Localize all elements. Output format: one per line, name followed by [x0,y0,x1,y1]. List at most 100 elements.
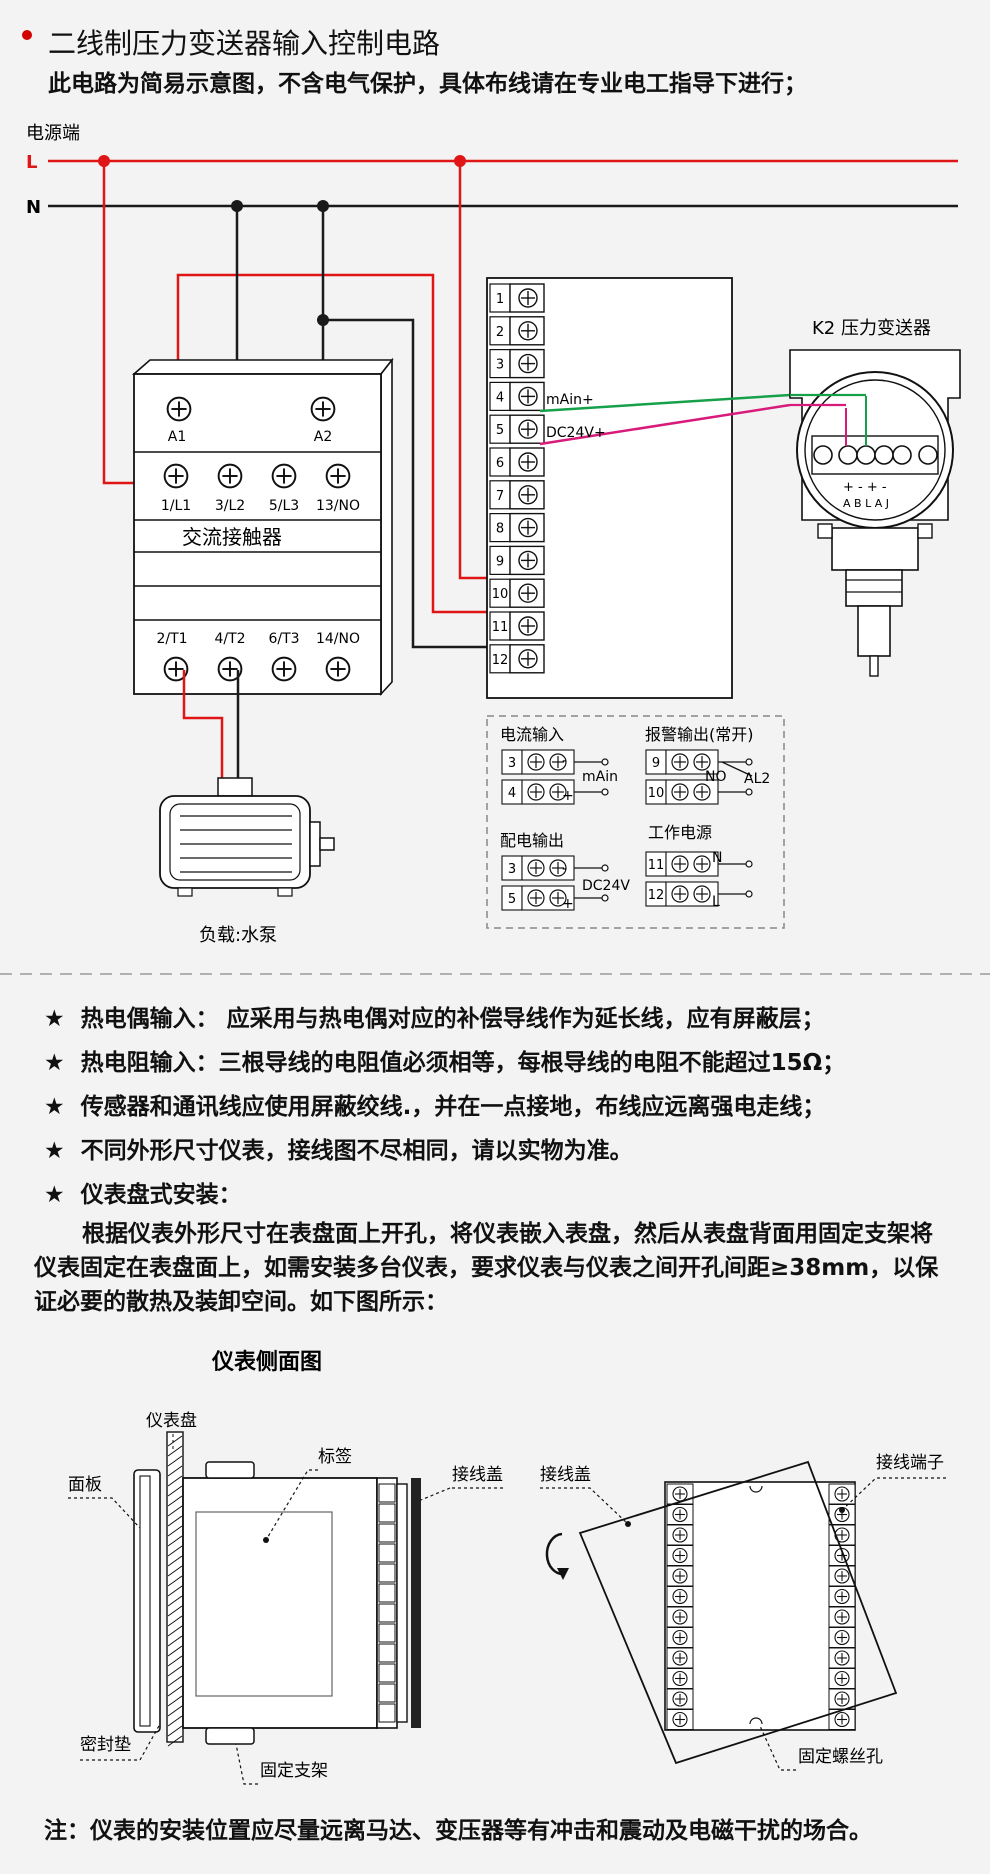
legend-l-label: L [712,894,720,910]
power-label: 电源端 [26,123,80,144]
legend-current-term-4: 4 [501,779,609,805]
legend-current-term-3: 3 [501,749,609,775]
terminal-8: 8 [489,512,545,543]
junction-dot [98,155,110,167]
legend-plus-1: + [562,788,574,804]
page-title: 二线制压力变送器输入控制电路 [48,27,441,60]
top-term-4: 13/NO [316,498,360,514]
legend-plus-2: + [562,896,574,912]
cover-notch-bottom [749,1717,763,1725]
label-mAin-plus: mAin+ [546,392,594,408]
legend-alarm-term-10: 10 [645,779,753,805]
legend-minus-1: - [562,753,567,769]
terminal-number: 4 [496,390,504,405]
note-5: ★ 仪表盘式安装： [44,1182,242,1208]
legend-al2-label: AL2 [744,771,770,787]
screw-a1-icon [166,396,192,422]
legend-work-term-12: 12 [645,881,753,907]
svg-text:3: 3 [508,862,516,877]
junction-dot [231,200,243,212]
terminal-number: 9 [496,554,504,569]
terminal-number: 2 [496,325,504,340]
top-term-1: 1/L1 [161,498,191,514]
terminal-number: 8 [496,522,504,537]
rotate-arrow-head-icon [557,1568,569,1580]
legend-box [486,715,785,929]
label-tag: 标签 [318,1447,352,1467]
contactor-name: 交流接触器 [182,525,282,549]
junction-dot [454,155,466,167]
terminal-12: 12 [489,644,545,674]
bottom-term-3: 6/T3 [268,631,299,647]
svg-text:4: 4 [508,786,516,801]
transmitter-title: K2 压力变送器 [812,318,931,339]
junction-dot [317,200,329,212]
bottom-term-1: 2/T1 [156,631,187,647]
transmitter-ab: A B L A J [843,497,889,510]
back-view-frame [664,1481,856,1731]
bottom-term-4: 14/NO [316,631,360,647]
screw-l3-icon [271,463,297,489]
panel-board [166,1431,184,1747]
screw-no14-icon [325,656,351,682]
legend-no-label: NO [705,769,727,785]
wire-a2-to-t11 [323,318,500,649]
bracket-bottom [205,1727,255,1745]
label-cover-right: 接线盖 [540,1465,591,1485]
terminal-2: 2 [489,316,545,346]
rotated-cover [578,1460,898,1765]
terminal-9: 9 [489,545,545,576]
terminal-11: 11 [489,611,545,641]
note-3: ★ 传感器和通讯线应使用屏蔽绞线.，并在一点接地，布线应远离强电走线； [44,1094,826,1120]
label-bracket: 固定支架 [260,1761,328,1781]
coil-term-a1: A1 [168,429,186,445]
contactor [131,357,394,697]
label-face: 面板 [68,1475,102,1495]
terminal-6: 6 [489,447,545,477]
line-n-label: N [26,197,41,218]
terminal-number: 6 [496,456,504,471]
label-panel: 仪表盘 [146,1411,197,1431]
screw-l1-icon [163,463,189,489]
svg-text:9: 9 [652,756,660,771]
screw-t3-icon [271,656,297,682]
load-label: 负载:水泵 [199,925,277,946]
legend-alarm-term-9: 9 [645,749,753,775]
svg-text:3: 3 [508,756,516,771]
terminal-number: 7 [496,489,504,504]
svg-text:5: 5 [508,892,516,907]
legend-n-label: N [712,850,722,866]
terminal-number: 1 [496,292,504,307]
terminal-number: 12 [492,653,509,668]
label-dc24v-plus: DC24V+ [546,425,606,441]
terminal-7: 7 [489,480,545,510]
top-term-2: 3/L2 [215,498,245,514]
legend-work-term-11: 11 [645,851,753,877]
legend-power-term-5: 5 [501,885,609,911]
legend-power-dist-title: 配电输出 [500,831,564,850]
terminal-number: 11 [492,620,509,635]
screw-a2-icon [310,396,336,422]
screw-l2-icon [217,463,243,489]
top-term-3: 5/L3 [269,498,299,514]
svg-text:12: 12 [648,888,665,903]
wire-t1-motor [182,670,224,782]
label-terminal: 接线端子 [876,1453,944,1473]
terminal-5: 5 [489,414,545,444]
legend-mAin-label: mAin [582,769,618,785]
cover-edge [396,1483,408,1723]
note-1: ★ 热电偶输入： 应采用与热电偶对应的补偿导线作为延长线，应有屏蔽层； [44,1006,825,1032]
terminal-number: 3 [496,358,504,373]
svg-text:11: 11 [648,858,665,873]
transmitter-marks: + - + - [843,480,887,495]
legend-current-title: 电流输入 [500,725,564,744]
mounting-paragraph: 根据仪表外形尺寸在表盘面上开孔，将仪表嵌入表盘，然后从表盘背面用固定支架将仪表固… [34,1221,939,1315]
terminal-number: 5 [496,423,504,438]
title-bullet-icon [22,30,32,40]
junction-dot [317,314,329,326]
label-cover-left: 接线盖 [452,1465,503,1485]
legend-alarm-title: 报警输出(常开) [645,725,754,744]
coil-term-a2: A2 [314,429,332,445]
